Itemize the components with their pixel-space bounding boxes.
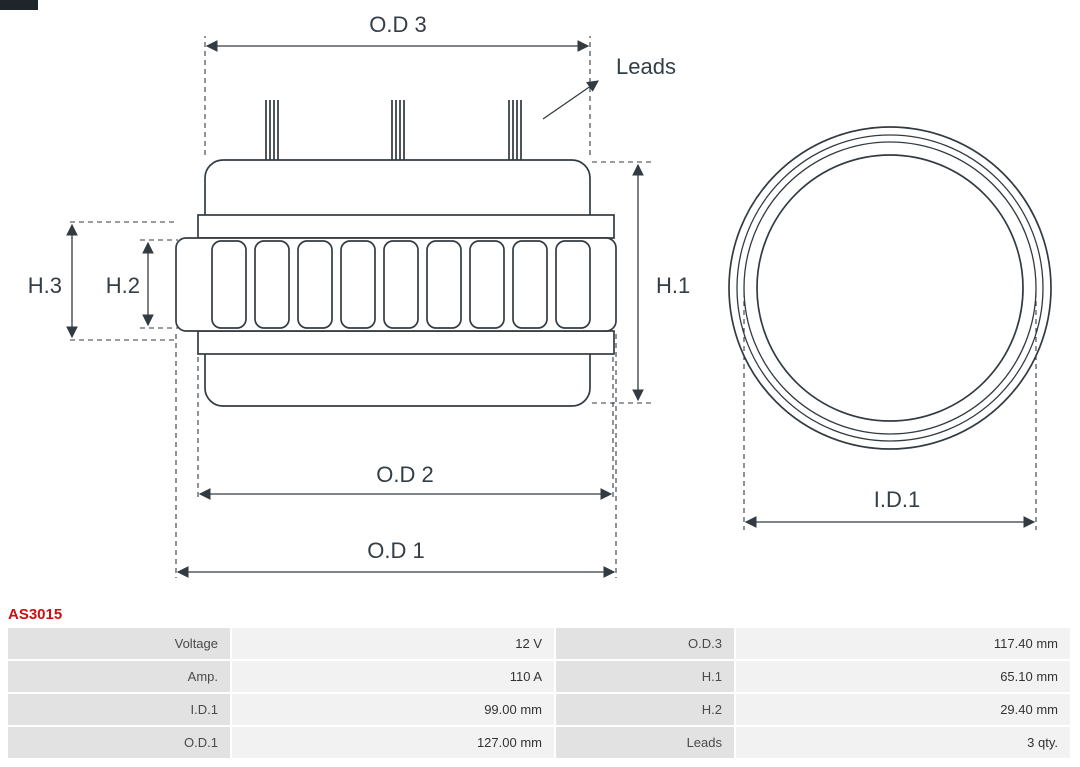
spec-od1-label: O.D.1 — [8, 727, 230, 758]
stator-technical-diagram: O.D 3 Leads H.1 H.3 H.2 O.D 2 O.D 1 — [28, 12, 1052, 578]
stator-side-view — [175, 100, 617, 407]
leads-label: Leads — [616, 54, 676, 79]
part-number: AS3015 — [8, 606, 63, 623]
spec-h1-label: H.1 — [556, 661, 734, 692]
dim-h2: H.2 — [106, 239, 178, 329]
dim-od3: O.D 3 — [204, 12, 591, 155]
lead-wires-icon — [265, 100, 522, 161]
stator-core-top-band — [197, 214, 615, 239]
leads-callout: Leads — [542, 54, 676, 120]
spec-h2-label: H.2 — [556, 694, 734, 725]
logo-fragment — [0, 0, 38, 10]
spec-voltage-label: Voltage — [8, 628, 230, 659]
dimension-label-od3: O.D 3 — [369, 12, 426, 37]
spec-id1-label: I.D.1 — [8, 694, 230, 725]
dimension-label-id1: I.D.1 — [874, 487, 920, 512]
spec-amp-label: Amp. — [8, 661, 230, 692]
stator-diagram-svg: O.D 3 Leads H.1 H.3 H.2 O.D 2 O.D 1 — [28, 12, 1052, 578]
dim-h3: H.3 — [28, 221, 178, 341]
dim-h1: H.1 — [592, 161, 690, 404]
dim-od1: O.D 1 — [175, 334, 617, 578]
dimension-label-od1: O.D 1 — [367, 538, 424, 563]
spec-od3-label: O.D.3 — [556, 628, 734, 659]
dimension-label-h1: H.1 — [656, 273, 690, 298]
spec-h1-value: 65.10 mm — [736, 661, 1070, 692]
dimension-label-h2: H.2 — [106, 273, 140, 298]
dimension-label-h3: H.3 — [28, 273, 62, 298]
dim-id1: I.D.1 — [743, 292, 1037, 530]
dimension-label-od2: O.D 2 — [376, 462, 433, 487]
stator-core-bottom-band — [197, 330, 615, 355]
spec-od3-value: 117.40 mm — [736, 628, 1070, 659]
spec-id1-value: 99.00 mm — [232, 694, 554, 725]
stator-slots — [211, 240, 591, 329]
stator-front-view — [728, 126, 1052, 450]
spec-od1-value: 127.00 mm — [232, 727, 554, 758]
spec-amp-value: 110 A — [232, 661, 554, 692]
spec-leads-label: Leads — [556, 727, 734, 758]
spec-table: Voltage 12 V O.D.3 117.40 mm Amp. 110 A … — [8, 628, 1070, 758]
spec-voltage-value: 12 V — [232, 628, 554, 659]
spec-h2-value: 29.40 mm — [736, 694, 1070, 725]
spec-leads-value: 3 qty. — [736, 727, 1070, 758]
dim-od2: O.D 2 — [197, 357, 614, 500]
